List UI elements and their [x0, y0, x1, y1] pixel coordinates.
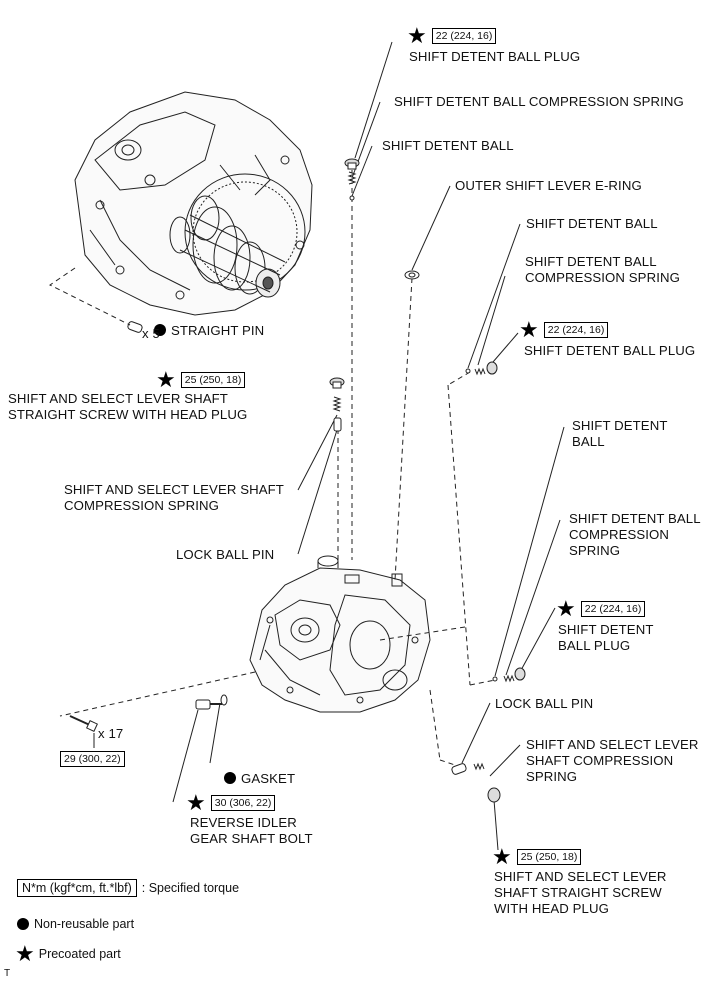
- torque-callout-plug-top: ★ 22 (224, 16): [407, 23, 497, 48]
- torque-value-bolt: 29 (300, 22): [60, 751, 125, 767]
- torque-value: 30 (306, 22): [210, 795, 276, 811]
- label-detent-plug-r2: SHIFT DETENT BALL PLUG: [558, 622, 654, 653]
- non-reusable-dot-icon: [154, 324, 166, 336]
- legend-specified-torque: N*m (kgf*cm, ft.*lbf) : Specified torque: [17, 879, 239, 897]
- label-straight-pin: STRAIGHT PIN: [154, 307, 264, 339]
- torque-value: 25 (250, 18): [180, 372, 246, 388]
- label-lock-ball-pin-right: LOCK BALL PIN: [495, 696, 594, 711]
- label-detent-plug-r1: SHIFT DETENT BALL PLUG: [524, 343, 696, 358]
- label-reverse-idler-gear-shaft-bolt: REVERSE IDLER GEAR SHAFT BOLT: [190, 815, 313, 846]
- precoated-star-icon: ★: [186, 790, 206, 815]
- label-detent-spring-r1: SHIFT DETENT BALL COMPRESSION SPRING: [525, 254, 680, 285]
- precoated-star-icon: ★: [519, 317, 539, 342]
- torque-callout-screw-right: ★ 25 (250, 18): [492, 844, 582, 869]
- torque-callout-screw-left: ★ 25 (250, 18): [156, 367, 246, 392]
- precoated-star-icon: ★: [556, 596, 576, 621]
- non-reusable-dot-icon: [224, 772, 236, 784]
- torque-value: 22 (224, 16): [431, 28, 497, 44]
- precoated-star-icon: ★: [156, 367, 176, 392]
- corner-mark: T: [4, 968, 11, 979]
- label-lock-ball-pin-left: LOCK BALL PIN: [176, 547, 275, 562]
- label-shift-detent-ball-plug-top: SHIFT DETENT BALL PLUG: [409, 49, 581, 64]
- label-detent-ball-r2: SHIFT DETENT BALL: [572, 418, 668, 449]
- label-spring-right: SHIFT AND SELECT LEVER SHAFT COMPRESSION…: [526, 737, 699, 784]
- precoated-star-icon: ★: [15, 941, 35, 966]
- label-screw-right: SHIFT AND SELECT LEVER SHAFT STRAIGHT SC…: [494, 869, 667, 916]
- label-straight-pin-qty: x 5: [142, 326, 160, 341]
- legend-non-reusable: Non-reusable part: [17, 917, 134, 931]
- torque-callout-plug-r2: ★ 22 (224, 16): [556, 596, 646, 621]
- torque-value: 22 (224, 16): [543, 322, 609, 338]
- transaxle-case-lower: [249, 555, 431, 713]
- torque-callout-plug-r1: ★ 22 (224, 16): [519, 317, 609, 342]
- precoated-star-icon: ★: [407, 23, 427, 48]
- legend-torque-units: N*m (kgf*cm, ft.*lbf): [17, 879, 137, 897]
- label-bolt-qty: x 17: [98, 726, 124, 741]
- legend-torque-text: : Specified torque: [141, 881, 240, 895]
- torque-value: 25 (250, 18): [516, 849, 582, 865]
- label-detent-spring-r2: SHIFT DETENT BALL COMPRESSION SPRING: [569, 511, 701, 558]
- straight-pin-icon: [127, 321, 143, 333]
- legend-precoated: ★ Precoated part: [15, 941, 121, 966]
- label-spring-left: SHIFT AND SELECT LEVER SHAFT COMPRESSION…: [64, 482, 284, 513]
- label-gasket: GASKET: [224, 755, 295, 787]
- precoated-star-icon: ★: [492, 844, 512, 869]
- label-detent-spring-top: SHIFT DETENT BALL COMPRESSION SPRING: [394, 94, 684, 109]
- non-reusable-dot-icon: [17, 918, 29, 930]
- label-screw-left: SHIFT AND SELECT LEVER SHAFT STRAIGHT SC…: [8, 391, 248, 422]
- transaxle-case-upper: [74, 91, 313, 316]
- label-detent-ball-top: SHIFT DETENT BALL: [382, 138, 514, 153]
- label-detent-ball-r1: SHIFT DETENT BALL: [526, 216, 658, 231]
- torque-callout-idler-bolt: ★ 30 (306, 22): [186, 790, 276, 815]
- torque-value: 22 (224, 16): [580, 601, 646, 617]
- label-outer-shift-lever-ering: OUTER SHIFT LEVER E-RING: [455, 178, 642, 193]
